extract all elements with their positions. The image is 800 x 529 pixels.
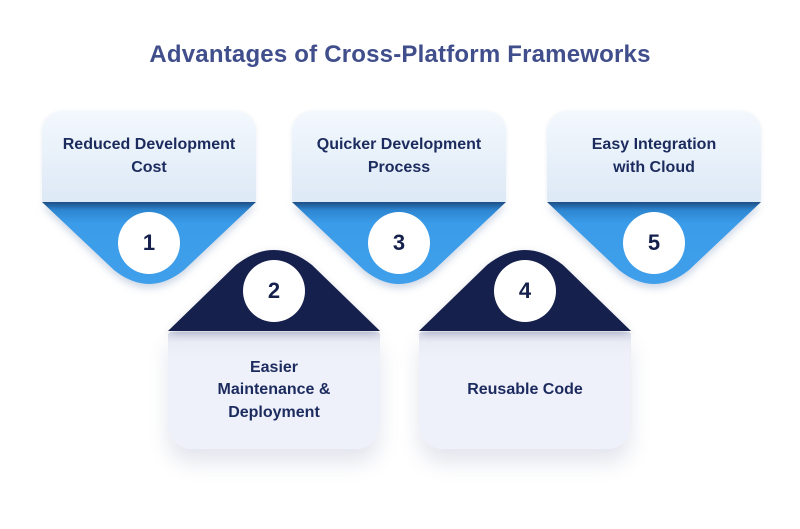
advantage-item-3: Quicker Development Process 3 [292, 111, 506, 288]
step-number-badge-2: 2 [243, 260, 305, 322]
advantage-item-2: Easier Maintenance & Deployment 2 [168, 248, 380, 449]
step-number-4: 4 [518, 278, 532, 303]
step-number-3: 3 [392, 230, 406, 255]
step-number-badge-3: 3 [368, 212, 430, 274]
advantage-card-4: Reusable Code [419, 332, 631, 449]
advantage-label-4: Reusable Code [467, 381, 583, 399]
advantage-label-2: Easier Maintenance & Deployment [217, 358, 331, 421]
step-number-2: 2 [267, 278, 281, 303]
advantage-item-1: Reduced Development Cost 1 [42, 111, 256, 288]
advantage-item-4: Reusable Code 4 [419, 248, 631, 449]
advantage-item-5: Easy Integration with Cloud 5 [547, 111, 761, 288]
advantage-card-5: Easy Integration with Cloud [547, 111, 761, 202]
advantage-card-2: Easier Maintenance & Deployment [168, 332, 380, 449]
advantage-label-5: Easy Integration with Cloud [591, 136, 717, 176]
advantage-card-1: Reduced Development Cost [42, 111, 256, 202]
step-number-badge-4: 4 [494, 260, 556, 322]
step-number-1: 1 [142, 230, 156, 255]
step-number-badge-1: 1 [118, 212, 180, 274]
advantage-label-1: Reduced Development Cost [62, 136, 236, 176]
page-title: Advantages of Cross-Platform Frameworks [149, 41, 651, 68]
step-number-badge-5: 5 [623, 212, 685, 274]
advantage-label-3: Quicker Development Process [316, 136, 482, 176]
step-number-5: 5 [647, 230, 661, 255]
advantage-card-3: Quicker Development Process [292, 111, 506, 202]
